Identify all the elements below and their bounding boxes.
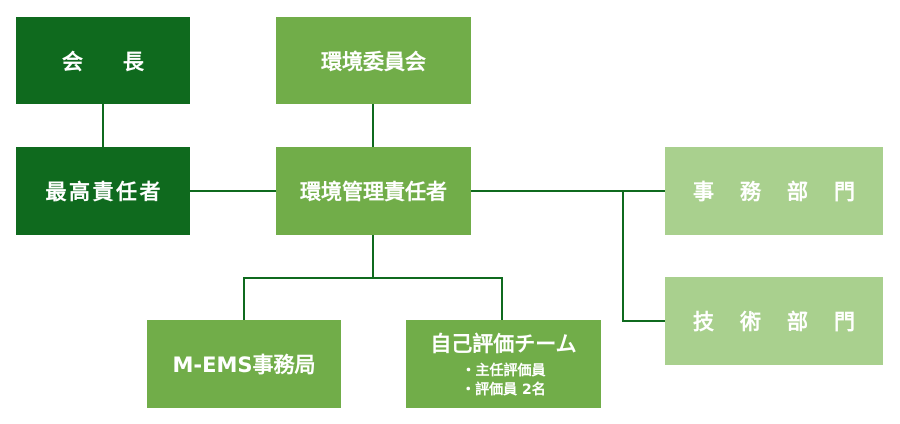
top-manager-box: 最高責任者: [16, 147, 190, 235]
self-eval-team-box: 自己評価チーム ・主任評価員 ・評価員 2名: [406, 320, 601, 408]
self-eval-team-member: ・主任評価員: [461, 363, 546, 379]
admin-dept-label: 事 務 部 門: [692, 180, 858, 204]
chairman-label: 会 長: [62, 49, 154, 74]
chairman-box: 会 長: [16, 17, 190, 104]
tech-dept-label: 技 術 部 門: [692, 310, 858, 334]
env-committee-box: 環境委員会: [276, 17, 471, 104]
env-manager-label: 環境管理責任者: [300, 180, 447, 204]
connector-sub-branch: [243, 277, 503, 320]
mems-office-box: M-EMS事務局: [147, 320, 341, 408]
mems-office-label: M-EMS事務局: [172, 353, 316, 377]
top-manager-label: 最高責任者: [45, 180, 164, 204]
env-manager-box: 環境管理責任者: [276, 147, 471, 235]
connector-tech-dept: [622, 191, 665, 322]
tech-dept-box: 技 術 部 門: [665, 277, 883, 365]
self-eval-team-member: ・評価員 2名: [461, 382, 546, 398]
env-committee-label: 環境委員会: [321, 49, 426, 74]
self-eval-team-title: 自己評価チーム: [430, 332, 577, 356]
admin-dept-box: 事 務 部 門: [665, 147, 883, 235]
